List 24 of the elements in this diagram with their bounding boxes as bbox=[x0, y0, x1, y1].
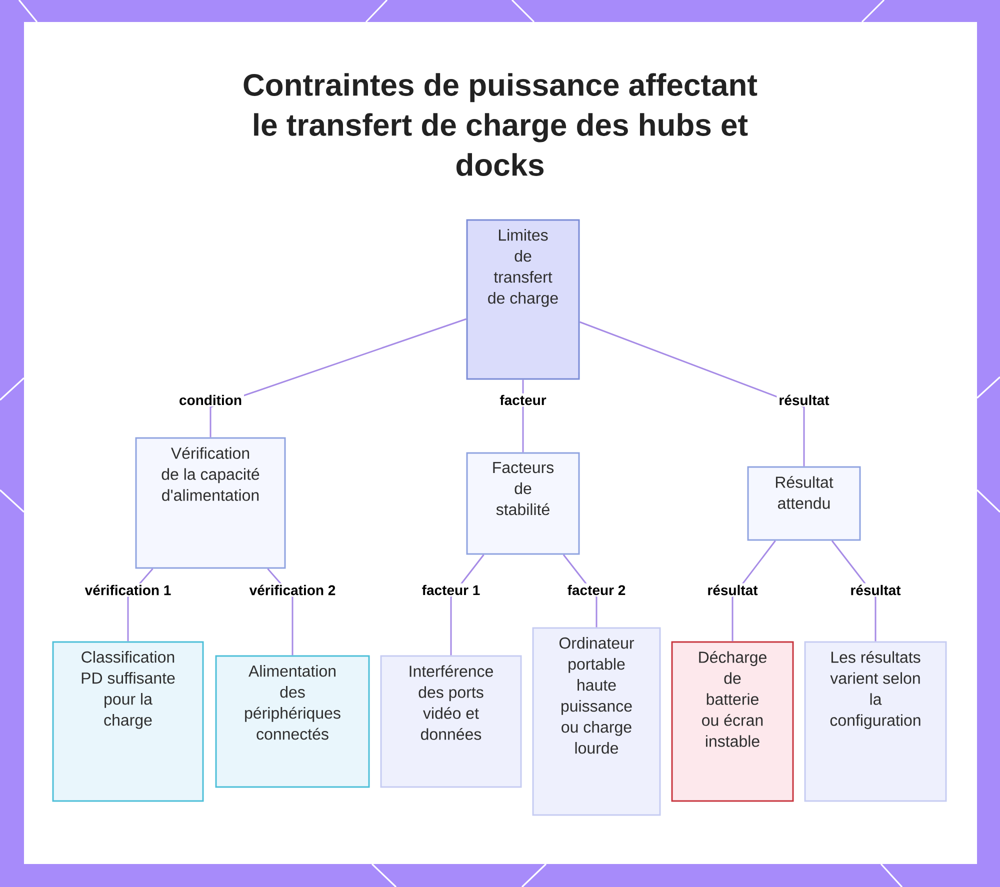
edge-label: facteur 2 bbox=[565, 583, 628, 597]
leaf-box: Les résultats varient selon la configuration bbox=[804, 641, 947, 802]
edge-label: vérification 2 bbox=[247, 583, 338, 597]
title: Contraintes de puissance affectant le transfert de charge des hubs et docks bbox=[244, 73, 758, 176]
edge-label: facteur bbox=[498, 393, 548, 407]
connector-line bbox=[732, 540, 776, 642]
edge-label: résultat bbox=[848, 583, 903, 597]
leaf-box: Ordinateur portable haute puissance ou charge lourde bbox=[532, 627, 661, 816]
leaf-box: Interférence des ports vidéo et données bbox=[380, 655, 522, 788]
edge-label: facteur 1 bbox=[420, 583, 482, 597]
connector-line bbox=[831, 540, 876, 642]
root-box: Limites de transfert de charge bbox=[466, 219, 580, 380]
leaf-box: Décharge de batterie ou écran instable bbox=[671, 641, 794, 802]
branch-box: Vérification de la capacité d'alimentation bbox=[135, 437, 286, 569]
edge-label: vérification 1 bbox=[82, 583, 174, 597]
branch-box: Facteurs de stabilité bbox=[466, 452, 580, 555]
leaf-box: Classification PD suffisante pour la charge bbox=[52, 641, 204, 802]
connector-line bbox=[579, 321, 805, 466]
edge-label: résultat bbox=[705, 583, 760, 597]
leaf-box: Alimentation des périphériques connectés bbox=[215, 655, 370, 788]
branch-box: Résultat attendu bbox=[747, 466, 861, 541]
edge-label: condition bbox=[177, 393, 244, 407]
edge-label: résultat bbox=[776, 393, 832, 407]
connector-line bbox=[210, 318, 466, 438]
